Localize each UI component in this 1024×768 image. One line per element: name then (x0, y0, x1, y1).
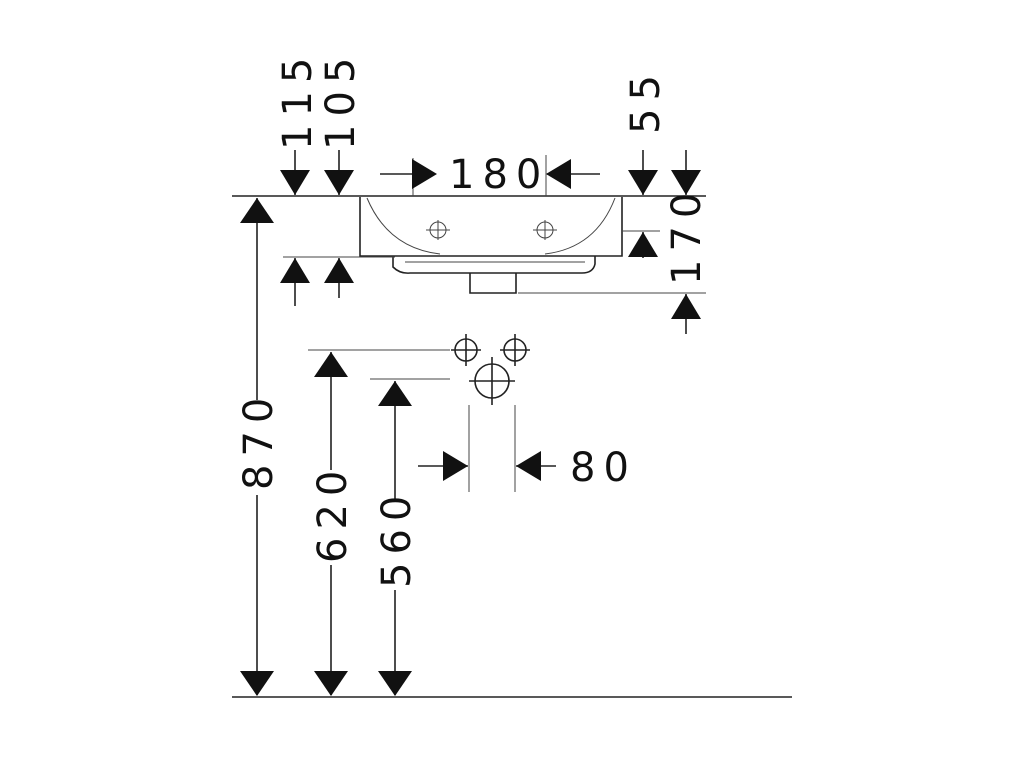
arrow-right-icon (443, 451, 468, 481)
wall-connections (451, 334, 530, 405)
arrow-down-icon (324, 170, 354, 195)
arrow-down-icon (671, 170, 701, 195)
arrow-down-icon (378, 671, 412, 696)
arrow-left-icon (546, 159, 571, 189)
arrow-up-icon (280, 258, 310, 283)
arrow-up-icon (628, 232, 658, 257)
dimension-arrows (240, 159, 701, 696)
label-170: 170 (664, 185, 710, 285)
waste-outlet-icon (469, 357, 515, 405)
tap-hole-right-icon (533, 220, 557, 240)
water-supply-right-icon (500, 334, 530, 366)
label-870: 870 (236, 390, 282, 490)
tap-hole-left-icon (426, 220, 450, 240)
arrow-up-icon (671, 294, 701, 319)
arrow-down-icon (240, 671, 274, 696)
arrow-up-icon (378, 381, 412, 406)
washbasin (359, 197, 623, 294)
arrow-down-icon (628, 170, 658, 195)
label-115: 115 (275, 50, 321, 150)
label-55: 55 (623, 67, 669, 134)
arrow-up-icon (324, 258, 354, 283)
label-560: 560 (374, 488, 420, 588)
arrow-up-icon (240, 198, 274, 223)
arrow-up-icon (314, 352, 348, 377)
arrow-down-icon (280, 170, 310, 195)
label-105: 105 (318, 50, 364, 150)
label-620: 620 (310, 463, 356, 563)
label-80: 80 (570, 445, 637, 491)
arrow-right-icon (412, 159, 437, 189)
dimension-labels: 115 105 55 180 170 870 620 560 80 (236, 50, 710, 588)
label-180: 180 (449, 152, 549, 198)
water-supply-left-icon (451, 334, 481, 366)
arrow-left-icon (516, 451, 541, 481)
arrow-down-icon (314, 671, 348, 696)
reference-lines (232, 155, 792, 698)
